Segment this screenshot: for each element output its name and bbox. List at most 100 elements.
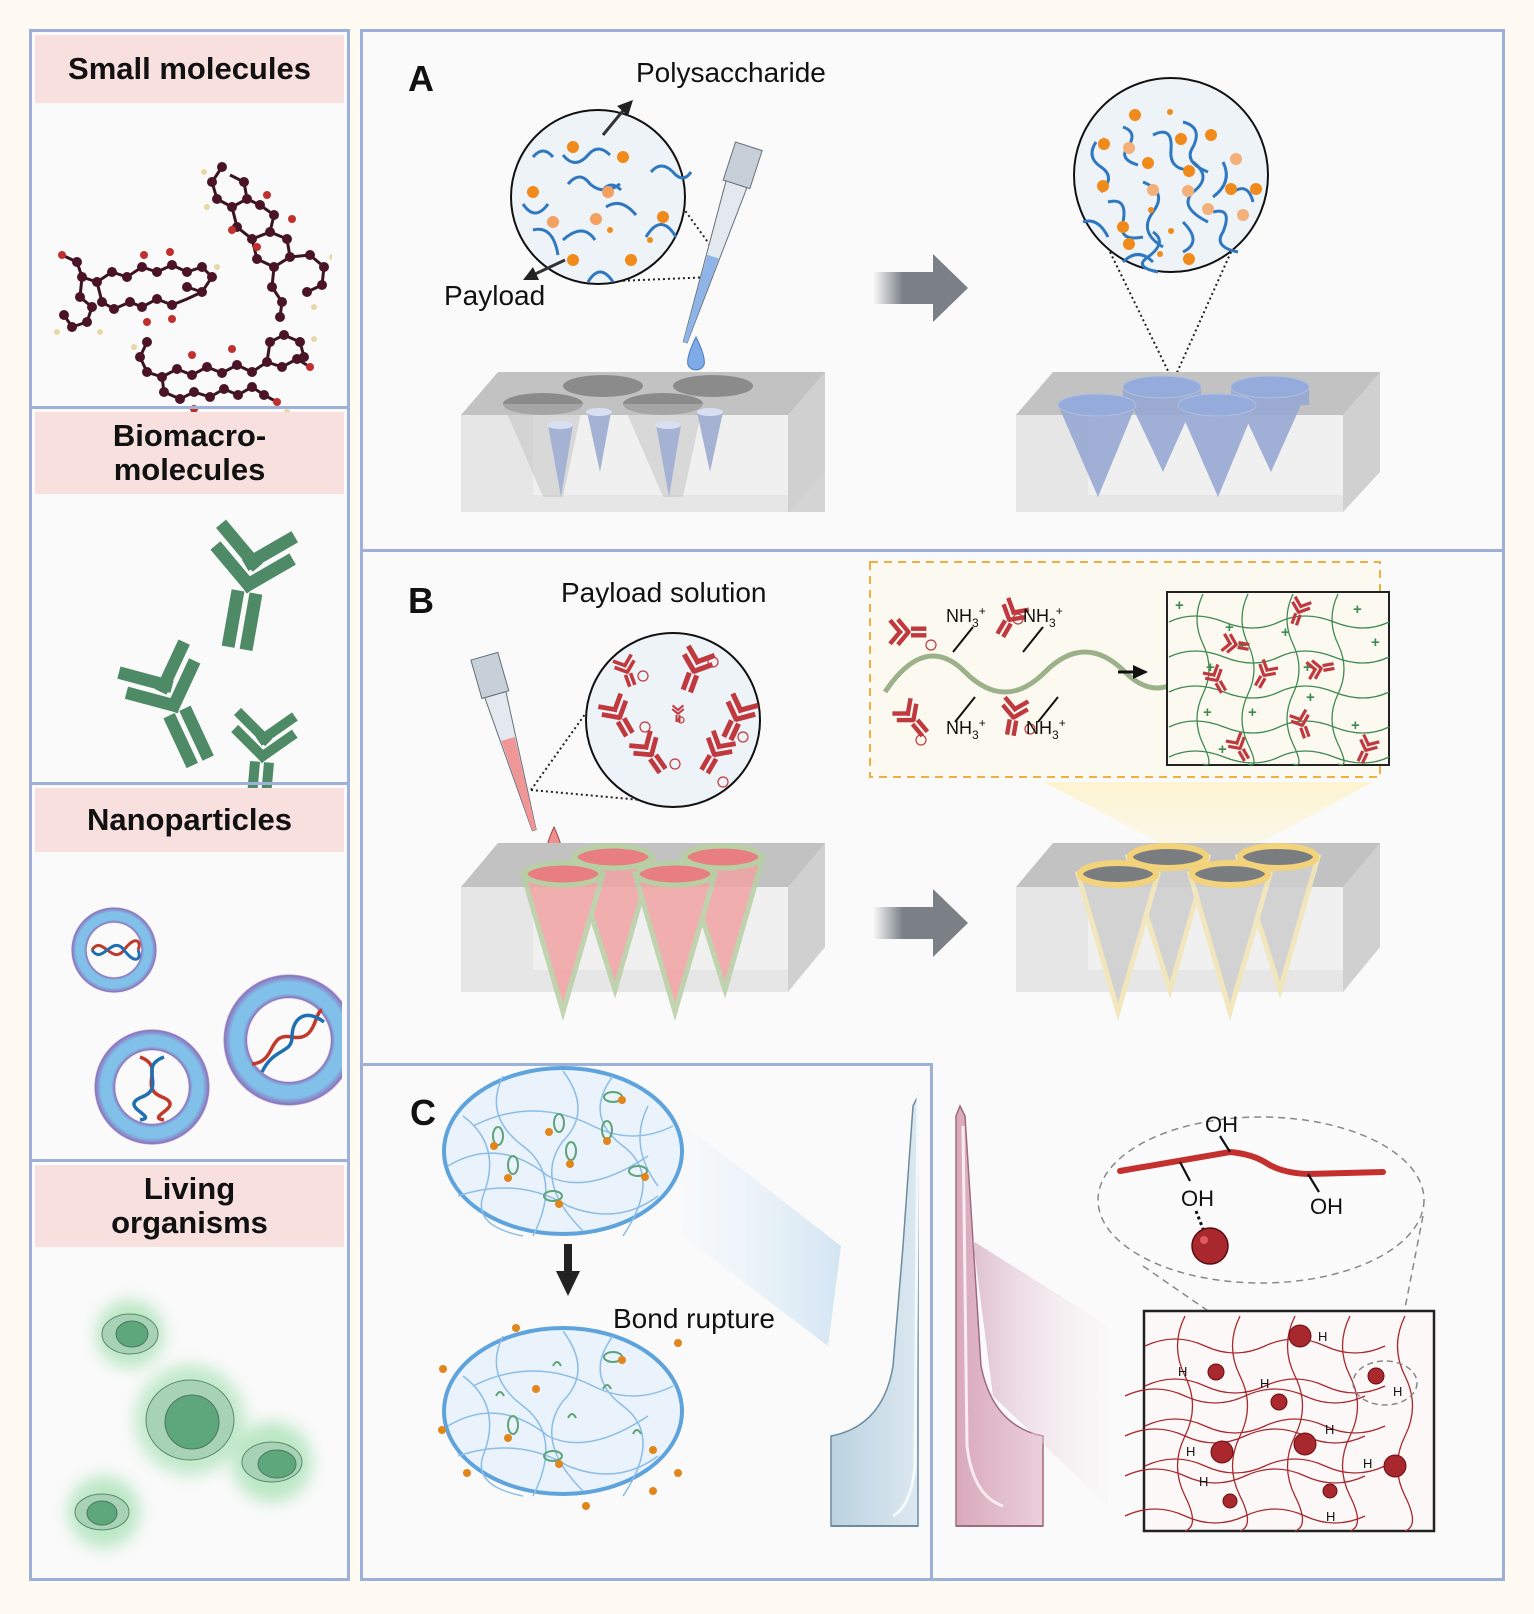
svg-text:H: H (1199, 1474, 1208, 1489)
svg-text:NH3+: NH3+ (1023, 604, 1063, 630)
polysaccharide-label: Polysaccharide (636, 57, 826, 88)
down-arrow-icon (556, 1244, 580, 1296)
payload-solution-label: Payload solution (561, 577, 767, 608)
microneedle-mold (461, 843, 825, 1021)
polymer-chain (1117, 1148, 1386, 1178)
payload-categories-column: Small molecules (29, 29, 350, 1581)
process-arrow-icon (873, 889, 968, 957)
svg-text:H: H (1186, 1444, 1195, 1459)
svg-text:H: H (1178, 1364, 1187, 1379)
living-cells-illustration (68, 1300, 312, 1548)
panel-divider-ab (363, 549, 1502, 552)
svg-text:H: H (1393, 1384, 1402, 1399)
svg-text:OH: OH (1205, 1112, 1238, 1137)
panel-b-illustration: NH3+ NH3+ NH3+ NH3+ ++ ++ ++ ++ ++ ++ + (461, 561, 1390, 1021)
svg-text:NH3+: NH3+ (1026, 716, 1066, 742)
nanoparticle-illustration (71, 907, 342, 1145)
chitosan-chain (882, 649, 1208, 695)
microneedle-mold (1016, 372, 1380, 512)
solution-zoom-circle (510, 109, 716, 285)
highlight-beam (1043, 782, 1373, 852)
ruptured-network-oval (442, 1326, 684, 1497)
hydrogen-bond-network-box: HH HH HH HH H (1124, 1309, 1436, 1533)
hydrogen-labels: HH HH HH HH H (1178, 1329, 1402, 1524)
svg-text:+: + (1206, 659, 1215, 676)
svg-text:H: H (1326, 1509, 1335, 1524)
panel-a-illustration (461, 77, 1380, 512)
crosslinked-network-oval (442, 1066, 684, 1237)
pointer-arrow (523, 258, 566, 280)
cell-icon (232, 1422, 312, 1502)
microneedle-mold (1016, 843, 1380, 1021)
molecule-icon (54, 248, 220, 335)
molecule-icon (131, 330, 317, 415)
antibody-illustration (103, 516, 312, 792)
electrostatic-inset: NH3+ NH3+ NH3+ NH3+ ++ ++ ++ ++ ++ ++ + (869, 561, 1390, 778)
category-label: Nanoparticles (86, 802, 292, 837)
svg-text:+: + (1281, 624, 1290, 641)
payload-label: Payload (444, 280, 546, 311)
panel-divider-c (930, 1063, 933, 1578)
category-header-small-molecules: Small molecules (35, 35, 344, 103)
hydroxyl-zoom-oval: OH OH OH (1097, 1112, 1425, 1432)
arrow-icon (1118, 665, 1148, 679)
category-divider (32, 1159, 347, 1162)
svg-text:OH: OH (1181, 1186, 1214, 1211)
network-mesh (1168, 593, 1390, 766)
svg-text:+: + (1203, 704, 1212, 721)
category-header-living-organisms: Living organisms (35, 1165, 344, 1247)
category-divider (32, 406, 347, 409)
svg-text:H: H (1318, 1329, 1327, 1344)
category-label: Living organisms (111, 1171, 268, 1240)
small-molecule-illustration (54, 162, 332, 415)
liposome-icon (223, 974, 342, 1106)
svg-text:+: + (1303, 659, 1312, 676)
panel-c-illustration: OH OH OH HH HH HH HH H (438, 1066, 1436, 1533)
cell-icon (135, 1365, 245, 1475)
svg-text:+: + (1351, 717, 1360, 734)
molecule-icon (201, 162, 332, 322)
positive-charges: ++ ++ ++ ++ ++ ++ + (1175, 597, 1380, 758)
svg-text:H: H (1260, 1376, 1269, 1391)
droplet-icon (687, 335, 705, 371)
svg-text:NH3+: NH3+ (946, 604, 986, 630)
payload-sphere (1191, 1227, 1229, 1265)
antibody-icon (217, 706, 308, 792)
process-arrow-icon (873, 254, 968, 322)
panel-label-a: A (408, 58, 434, 99)
highlight-beam (973, 1241, 1108, 1506)
svg-text:+: + (1175, 597, 1184, 614)
panel-label-c: C (410, 1092, 436, 1133)
category-header-nanoparticles: Nanoparticles (35, 788, 344, 852)
category-label: Small molecules (68, 51, 311, 86)
svg-text:+: + (1353, 601, 1362, 618)
hydrogel-zoom-circle (1073, 77, 1269, 378)
panel-label-b: B (408, 580, 434, 621)
antibody-solution-zoom-circle (530, 632, 766, 808)
svg-text:+: + (1238, 637, 1247, 654)
panel-divider-bc (363, 1063, 933, 1066)
liposome-icon (94, 1029, 210, 1145)
category-divider (32, 782, 347, 785)
payload-spheres (1207, 1324, 1407, 1509)
linker-loops (492, 1091, 648, 1202)
highlight-beam (673, 1116, 841, 1346)
svg-text:+: + (1248, 704, 1257, 721)
cell-icon (68, 1476, 140, 1548)
amine-label: NH3+ NH3+ NH3+ NH3+ (946, 604, 1066, 742)
svg-text:NH3+: NH3+ (946, 716, 986, 742)
hydroxyl-labels: OH OH OH (1181, 1112, 1343, 1219)
pipette-icon (470, 651, 537, 832)
svg-text:+: + (1225, 619, 1234, 636)
category-label: Biomacro- molecules (112, 418, 267, 487)
pointer-arrow (601, 100, 633, 136)
bond-rupture-label: Bond rupture (613, 1303, 775, 1334)
network-mesh (1124, 1315, 1414, 1532)
released-payload (438, 1324, 682, 1510)
antibody-icon (103, 631, 247, 784)
svg-text:+: + (1306, 689, 1315, 706)
ionic-network-box (1166, 591, 1390, 766)
svg-text:+: + (1371, 634, 1380, 651)
liposome-icon (71, 907, 157, 993)
category-header-biomacromolecules: Biomacro- molecules (35, 412, 344, 494)
